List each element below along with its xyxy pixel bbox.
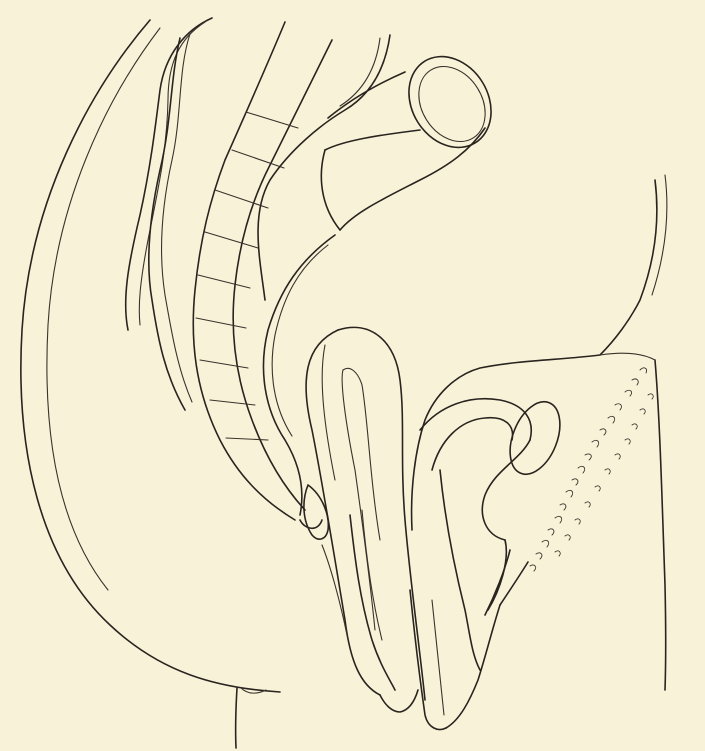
anatomical-figure: [0, 0, 705, 751]
figure-drawing: [0, 0, 705, 751]
paper-background: [0, 0, 705, 751]
